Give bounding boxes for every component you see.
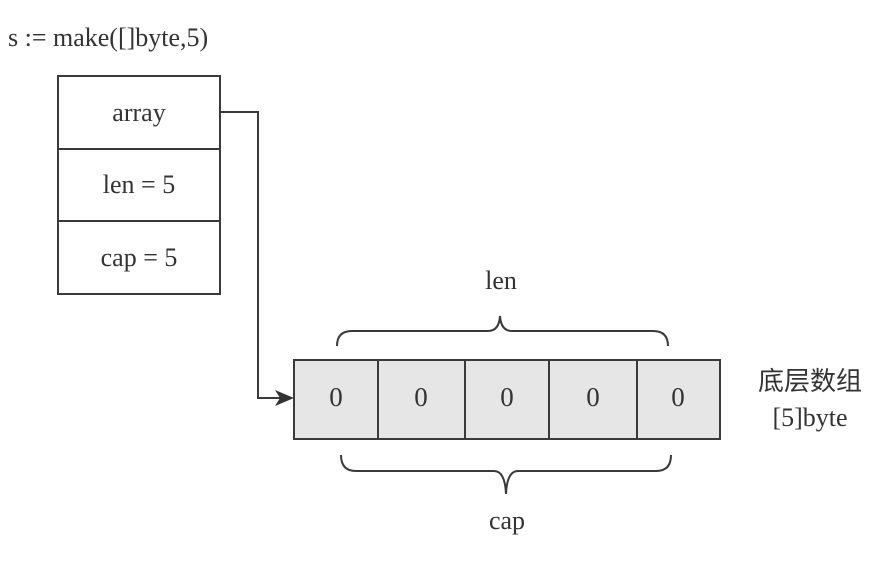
pointer-connector <box>221 111 280 399</box>
slice-field-len: len = 5 <box>59 150 219 222</box>
array-caption-title: 底层数组 <box>757 367 862 396</box>
array-cell <box>548 359 638 440</box>
array-cell <box>377 359 466 440</box>
len-brace-icon <box>336 315 669 347</box>
array-cell-value: 0 <box>586 382 600 412</box>
array-cell-value: 0 <box>671 382 685 412</box>
slice-header-struct: array len = 5 cap = 5 <box>57 75 221 295</box>
array-cell-value: 0 <box>500 382 514 412</box>
slice-field-cap: cap = 5 <box>100 242 178 272</box>
underlying-array <box>293 359 721 440</box>
len-brace-label: len <box>485 266 517 295</box>
code-label: s := make([]byte,5) <box>8 23 209 52</box>
slice-field-array: array <box>59 77 219 150</box>
array-caption: 底层数组 [5]byte <box>735 364 885 436</box>
cap-brace-icon <box>340 454 672 495</box>
array-cell-value: 0 <box>414 382 428 412</box>
array-cell-value: 0 <box>329 382 343 412</box>
array-caption-type: [5]byte <box>772 403 848 432</box>
arrowhead-icon <box>275 390 294 406</box>
cap-brace-label: cap <box>488 506 526 535</box>
array-cell <box>636 359 721 440</box>
